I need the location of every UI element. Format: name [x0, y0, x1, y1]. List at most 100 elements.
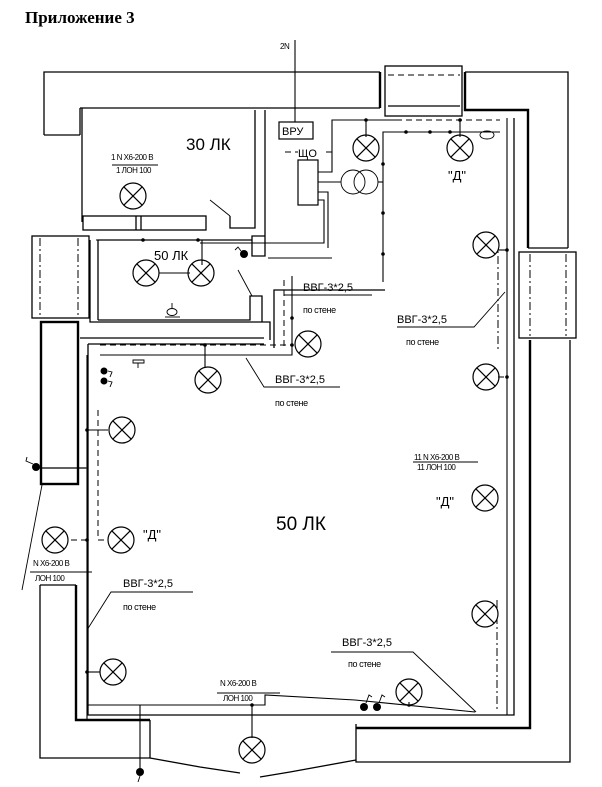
wall-slant [149, 757, 241, 774]
bottom-lamp-spec-top: N X6-200 В [220, 679, 257, 688]
lamp-icon [294, 330, 322, 358]
lamp-icon [352, 134, 380, 162]
switch-icon [32, 463, 40, 471]
cable-4-type: ВВГ-3*2,5 [123, 578, 173, 590]
switch-lever [107, 370, 113, 378]
wall-outer-right [355, 340, 571, 763]
main-hall-lamp-spec-bottom: 11 ЛОН 100 [417, 463, 456, 472]
door-swing [209, 199, 231, 217]
door-swing [237, 269, 253, 297]
socket-icon [479, 130, 495, 140]
switch-lever [234, 246, 242, 252]
lamps [41, 134, 500, 764]
switch-lever [25, 456, 34, 465]
switch-icon [100, 377, 108, 385]
lamp-icon [187, 259, 215, 287]
node [290, 343, 294, 347]
lamp-icon [471, 600, 499, 628]
window-left [31, 235, 90, 319]
cable-1-type: ВВГ-3*2,5 [303, 282, 353, 294]
cable-2-type: ВВГ-3*2,5 [397, 314, 447, 326]
transformer-coil [353, 169, 379, 195]
wire [382, 131, 500, 282]
cable-leader [397, 291, 506, 328]
node [428, 130, 432, 134]
lamp-icon [395, 678, 423, 706]
wall-inner-right [356, 340, 532, 730]
wall-inner-bottom-left [74, 585, 150, 722]
lamp-icon [132, 259, 160, 287]
node [290, 316, 294, 320]
wire [88, 694, 476, 713]
lamp-icon [472, 231, 500, 259]
wall-segment [98, 295, 263, 322]
main-hall-outline [87, 118, 515, 716]
wall-segment [273, 289, 385, 348]
node [85, 428, 89, 432]
wire [200, 199, 325, 244]
lamp-icon [107, 526, 135, 554]
wall-left-pier [39, 320, 80, 486]
left-lamp-spec-top: N X6-200 В [33, 559, 70, 568]
wall-partition [82, 215, 207, 231]
lamp-icon [119, 182, 147, 210]
cable-3-type: ВВГ-3*2,5 [275, 374, 325, 386]
wall-inner-top-right [463, 72, 530, 248]
switch-icon [373, 703, 381, 711]
switch-icon [136, 768, 144, 776]
window-top [384, 65, 463, 117]
cable-2-method: по стене [406, 337, 439, 347]
switch-icon [240, 250, 248, 258]
node [85, 670, 89, 674]
junction-nodes [85, 118, 509, 707]
socket-icon [166, 308, 178, 316]
leader-line [21, 484, 43, 591]
wire [318, 191, 329, 248]
switch-lever [365, 694, 373, 704]
room-middle-illuminance: 50 ЛК [154, 248, 189, 263]
emergency-mark-left: "Д" [143, 527, 161, 542]
wire [100, 276, 293, 356]
feed-label: 2N [280, 42, 290, 51]
document-title: Приложение 3 [25, 8, 135, 27]
cable-4-method: по стене [123, 602, 156, 612]
cable-3-method: по стене [275, 398, 308, 408]
switches [25, 130, 495, 783]
left-lamp-spec-bottom: ЛОН 100 [35, 574, 65, 583]
node [381, 162, 385, 166]
cable-leader [86, 591, 193, 631]
wall-outer-bottom-left [39, 585, 151, 759]
lamp-icon [99, 658, 127, 686]
switch-lever [107, 380, 113, 388]
lamp-icon [194, 366, 222, 394]
lamp-icon [472, 363, 500, 391]
cable-5-type: ВВГ-3*2,5 [342, 637, 392, 649]
node [505, 375, 509, 379]
room-30-lamp-spec-top: 1 N X6-200 В [111, 153, 153, 162]
cable-5-method: по стене [348, 659, 381, 669]
node [381, 211, 385, 215]
node [381, 252, 385, 256]
lighting-panel-label: ЩО [298, 148, 317, 160]
main-hall-illuminance: 50 ЛК [276, 514, 326, 535]
emergency-mark-right: "Д" [436, 494, 454, 509]
node [196, 238, 200, 242]
lamp-stems [71, 120, 507, 738]
main-panel-box [278, 121, 314, 140]
lamp-icon [108, 416, 136, 444]
room-30-lamp-spec-bottom: 1 ЛОН 100 [116, 166, 152, 175]
emergency-mark-top: "Д" [448, 168, 466, 183]
node [404, 130, 408, 134]
lamp-icon [471, 484, 499, 512]
wall-outer-top-right [465, 71, 569, 248]
bell-icon [132, 359, 145, 368]
switch-lever [378, 694, 386, 704]
node [448, 130, 452, 134]
switch-lever [137, 775, 141, 783]
cable-leader [245, 357, 340, 388]
node [141, 238, 145, 242]
window-right [518, 251, 577, 339]
lamp-icon [446, 134, 474, 162]
cable-leader [331, 651, 477, 713]
bottom-lamp-spec-bottom: ЛОН 100 [223, 694, 253, 703]
